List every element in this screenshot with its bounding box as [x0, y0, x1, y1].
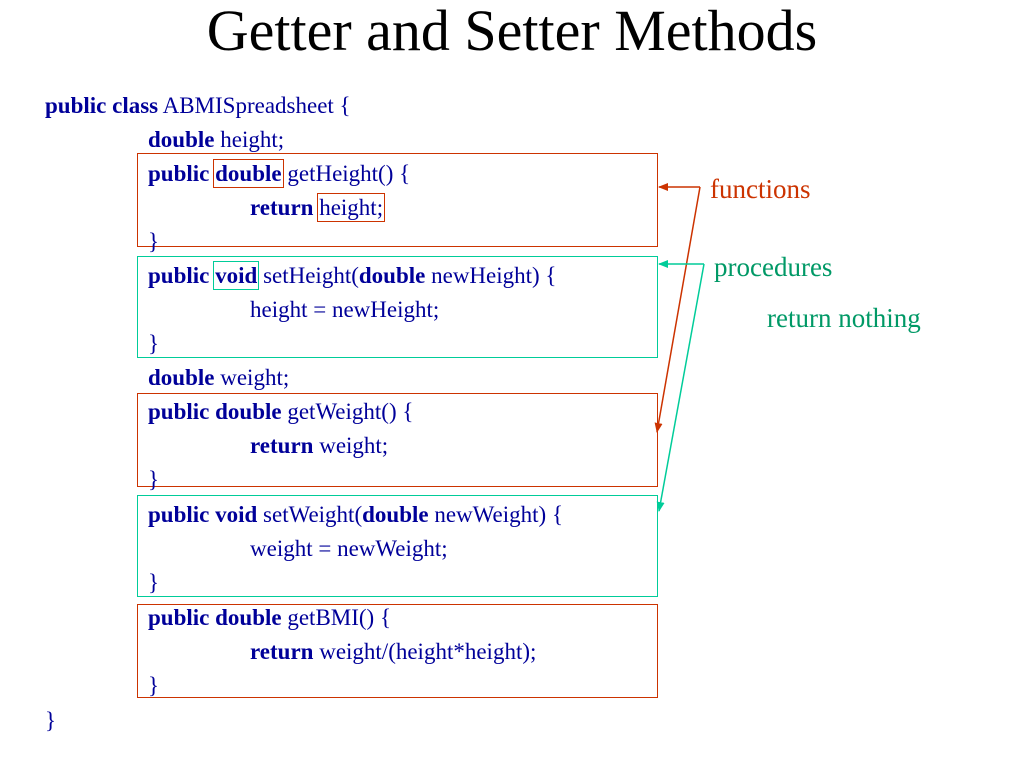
code-text: height; — [214, 127, 285, 152]
code-line-getweight-return: return weight; — [250, 432, 388, 460]
code-text: setWeight( — [257, 502, 363, 527]
code-line-getbmi-return: return weight/(height*height); — [250, 638, 536, 666]
code-line-setweight-signature: public void setWeight(double newWeight) … — [148, 501, 563, 529]
code-line-closing-brace: } — [148, 228, 159, 256]
code-text: getHeight() { — [281, 161, 411, 186]
function-box-getweight — [137, 393, 658, 487]
code-text: } — [148, 570, 160, 595]
code-line-closing-brace: } — [148, 672, 159, 700]
keyword: public double — [148, 399, 282, 424]
keyword: double — [148, 365, 215, 390]
code-text: } — [148, 467, 160, 492]
functions-arrows — [654, 183, 701, 433]
keyword: public — [148, 161, 210, 186]
code-line-getweight-signature: public double getWeight() { — [148, 398, 413, 426]
code-text: ABMISpreadsheet { — [158, 93, 351, 118]
code-text: weight/(height*height); — [313, 639, 537, 664]
arrow-to-setweight — [656, 263, 705, 512]
code-line-getheight-signature: public double getHeight() { — [148, 159, 411, 188]
code-line-closing-brace: } — [148, 466, 159, 494]
keyword: public void — [148, 502, 258, 527]
code-line-weight-field: double weight; — [148, 364, 289, 392]
keyword: public double — [148, 605, 282, 630]
code-text: } — [148, 229, 160, 254]
slide-title: Getter and Setter Methods — [206, 0, 818, 63]
keyword: return — [250, 195, 314, 220]
code-line-class-declaration: public class ABMISpreadsheet { — [45, 92, 351, 120]
code-text: newWeight) { — [428, 502, 563, 527]
keyword: return — [250, 433, 314, 458]
procedure-box-setheight — [137, 256, 658, 358]
function-box-getheight — [137, 153, 658, 247]
code-text: weight; — [214, 365, 290, 390]
code-line-setheight-body: height = newHeight; — [250, 296, 439, 324]
keyword: public — [148, 263, 210, 288]
procedure-box-setweight — [137, 495, 658, 597]
highlighted-return-value: height; — [317, 193, 386, 222]
code-line-class-closing-brace: } — [45, 707, 56, 735]
code-line-getbmi-signature: public double getBMI() { — [148, 604, 391, 632]
code-line-closing-brace: } — [148, 569, 159, 597]
code-text: newHeight) { — [425, 263, 557, 288]
code-text: weight; — [313, 433, 389, 458]
keyword: public class — [45, 93, 159, 118]
keyword: double — [358, 263, 426, 288]
return-nothing-label: return nothing — [767, 303, 921, 333]
code-text: } — [148, 673, 160, 698]
highlighted-return-type: double — [213, 159, 284, 188]
procedures-label: procedures — [714, 252, 833, 282]
keyword: double — [362, 502, 429, 527]
function-box-getbmi — [137, 604, 658, 698]
code-text: setHeight( — [257, 263, 359, 288]
code-text: height = newHeight; — [250, 297, 440, 322]
code-text: getWeight() { — [281, 399, 414, 424]
code-text: } — [45, 708, 57, 733]
code-line-setheight-signature: public void setHeight(double newHeight) … — [148, 261, 557, 290]
keyword: double — [148, 127, 215, 152]
code-text: } — [148, 331, 160, 356]
arrow-to-getweight — [654, 186, 701, 433]
code-text: getBMI() { — [281, 605, 392, 630]
code-line-getheight-return: return height; — [250, 193, 386, 222]
code-line-closing-brace: } — [148, 330, 159, 358]
code-text: weight = newWeight; — [250, 536, 448, 561]
code-line-height-field: double height; — [148, 126, 284, 154]
functions-label: functions — [710, 174, 811, 204]
highlighted-void-type: void — [213, 261, 260, 290]
procedures-arrows — [656, 260, 705, 512]
code-line-setweight-body: weight = newWeight; — [250, 535, 448, 563]
keyword: return — [250, 639, 314, 664]
